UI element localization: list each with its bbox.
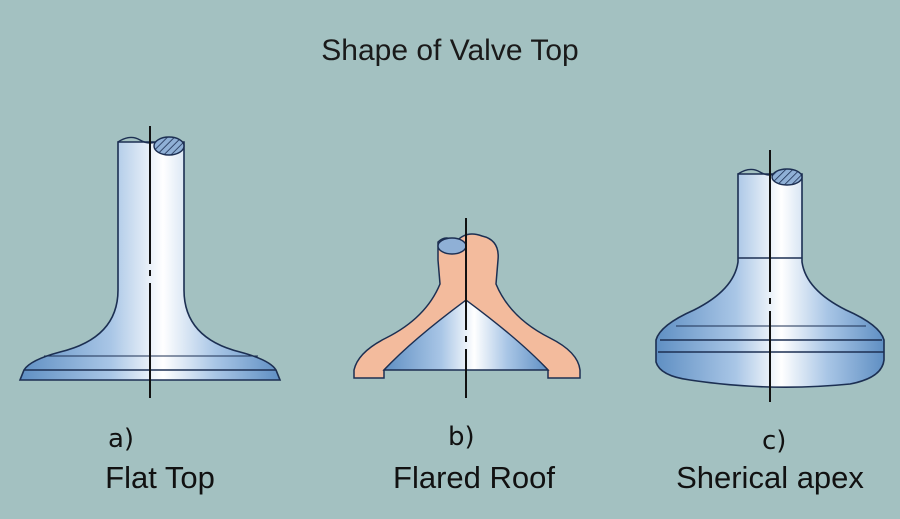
label-a: a) — [108, 424, 135, 454]
caption-flared-roof: Flared Roof — [393, 460, 555, 495]
label-b: b) — [448, 422, 475, 452]
valve-c-spherical-apex — [655, 150, 885, 402]
caption-flat-top: Flat Top — [105, 460, 215, 495]
diagram-title: Shape of Valve Top — [321, 34, 579, 67]
valve-a-flat-top — [18, 126, 282, 398]
caption-spherical-apex: Sherical apex — [676, 460, 864, 495]
label-c: c) — [762, 426, 787, 456]
valve-b-flared-roof — [353, 218, 581, 398]
